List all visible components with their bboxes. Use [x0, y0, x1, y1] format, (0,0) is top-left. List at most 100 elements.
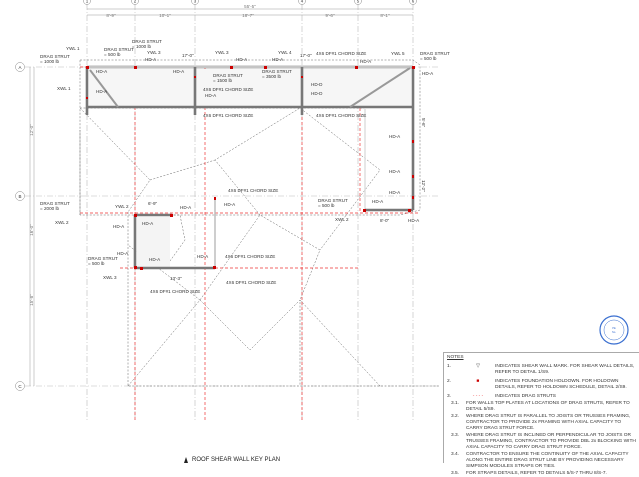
svg-text:10'-1": 10'-1"	[159, 13, 171, 18]
svg-text:HD-A: HD-A	[205, 93, 217, 98]
svg-text:B: B	[18, 194, 21, 199]
svg-text:4X6 DF#1 CHORD SIZE: 4X6 DF#1 CHORD SIZE	[228, 188, 278, 193]
svg-text:HD-D: HD-D	[311, 82, 323, 87]
svg-text:18'-7": 18'-7"	[242, 13, 254, 18]
svg-text:YWL 2: YWL 2	[115, 204, 129, 209]
plan-annotations: YWL 1 DRAG STRUT= 1000 lb XWL 1 DRAG STR…	[40, 39, 450, 294]
svg-text:12'-2": 12'-2"	[421, 180, 426, 192]
svg-text:HD-A: HD-A	[408, 218, 420, 223]
dimension-strings	[29, 8, 413, 386]
svg-text:YWL 4: YWL 4	[278, 50, 292, 55]
holdown-markers	[86, 66, 415, 270]
svg-text:HD-A: HD-A	[272, 57, 284, 62]
svg-text:55'-5": 55'-5"	[244, 4, 256, 9]
svg-text:8'-1": 8'-1"	[380, 13, 390, 18]
svg-text:2: 2	[134, 0, 137, 4]
svg-text:DRAG STRUT: DRAG STRUT	[262, 69, 292, 74]
note-sub: 3.3.WHERE DRAG STRUT IS INCLINED OR PERP…	[451, 432, 636, 450]
svg-text:HD-A: HD-A	[389, 190, 401, 195]
svg-text:6'-9": 6'-9"	[148, 201, 158, 206]
drag-strut-line-icon: - - - -	[472, 393, 484, 399]
svg-text:HD-A: HD-A	[389, 134, 401, 139]
svg-text:DRAG STRUT: DRAG STRUT	[88, 256, 118, 261]
svg-text:YWL 3: YWL 3	[215, 50, 229, 55]
svg-text:DRAG STRUT: DRAG STRUT	[213, 73, 243, 78]
svg-text:DRAG STRUT: DRAG STRUT	[104, 47, 134, 52]
notes-panel: NOTES 1. ▽ INDICATES SHEAR WALL MARK. FO…	[443, 352, 639, 476]
svg-text:XWL 2: XWL 2	[55, 220, 69, 225]
svg-text:4X6 DF#1 CHORD SIZE: 4X6 DF#1 CHORD SIZE	[150, 289, 200, 294]
svg-text:HD-A: HD-A	[96, 89, 108, 94]
note-sub: 3.2.WHERE DRAG STRUT IS PARALLEL TO JOIS…	[451, 413, 631, 431]
svg-text:16'-0": 16'-0"	[29, 224, 34, 236]
svg-text:HD-A: HD-A	[422, 71, 434, 76]
note-1: 1. ▽ INDICATES SHEAR WALL MARK. FOR SHEA…	[447, 363, 635, 375]
drawing-title: ROOF SHEAR WALL KEY PLAN	[192, 457, 281, 463]
svg-text:4X6 DF#1 CHORD SIZE: 4X6 DF#1 CHORD SIZE	[316, 51, 366, 56]
svg-text:A: A	[18, 65, 21, 70]
svg-text:17'-0": 17'-0"	[182, 53, 194, 58]
note-sub: 3.1.FOR WALLS TOP PLATES AT LOCATIONS OF…	[451, 400, 630, 412]
svg-text:XWL 1: XWL 1	[57, 86, 71, 91]
svg-text:8'-0": 8'-0"	[380, 218, 390, 223]
svg-text:HD-A: HD-A	[372, 199, 384, 204]
svg-text:= 1500 lb: = 1500 lb	[213, 78, 232, 83]
svg-text:HD-A: HD-A	[180, 205, 192, 210]
svg-text:= 3500 lb: = 3500 lb	[262, 74, 281, 79]
svg-text:= 500 lb: = 500 lb	[420, 56, 437, 61]
svg-text:9'-6": 9'-6"	[325, 13, 335, 18]
svg-text:HD-A: HD-A	[224, 202, 236, 207]
svg-text:4: 4	[301, 0, 304, 4]
svg-text:17'-0": 17'-0"	[300, 53, 312, 58]
svg-text:1: 1	[86, 0, 89, 4]
svg-text:HD-A: HD-A	[173, 69, 185, 74]
svg-text:YWL 3: YWL 3	[147, 50, 161, 55]
svg-text:13'-3": 13'-3"	[170, 276, 182, 281]
grid-bubbles: 1 2 3 4 5 6 A B C	[15, 0, 417, 391]
svg-text:HD-A: HD-A	[360, 59, 372, 64]
svg-text:HD-A: HD-A	[96, 69, 108, 74]
svg-text:6: 6	[412, 0, 415, 4]
shear-wall-mark-icon: ▽	[476, 363, 480, 369]
svg-text:DRAG STRUT: DRAG STRUT	[40, 54, 70, 59]
svg-text:12'-0": 12'-0"	[29, 124, 34, 136]
note-2: 2. ■ INDICATES FOUNDATION HOLDOWN. FOR H…	[447, 378, 627, 390]
svg-text:DRAG STRUT: DRAG STRUT	[420, 51, 450, 56]
svg-text:PE: PE	[612, 326, 616, 330]
svg-text:HD-A: HD-A	[197, 254, 209, 259]
svg-text:8'-9": 8'-9"	[106, 13, 116, 18]
svg-text:HD-A: HD-A	[117, 251, 129, 256]
roof-shear-wall-plan: 1 2 3 4 5 6 A B C 55'-5" 8'-9" 10'-1" 18…	[15, 0, 629, 463]
svg-text:3: 3	[194, 0, 197, 4]
svg-text:15'-8": 15'-8"	[29, 294, 34, 306]
svg-text:YWL 5: YWL 5	[391, 51, 405, 56]
svg-text:DRAG STRUT: DRAG STRUT	[132, 39, 162, 44]
svg-text:= 1000 lb: = 1000 lb	[132, 44, 151, 49]
svg-text:HD-A: HD-A	[149, 257, 161, 262]
svg-text:4X6 DF#1 CHORD SIZE: 4X6 DF#1 CHORD SIZE	[203, 87, 253, 92]
svg-text:4X6 DF#1 CHORD SIZE: 4X6 DF#1 CHORD SIZE	[226, 280, 276, 285]
svg-text:C: C	[18, 384, 22, 389]
engineer-stamp: PE No.	[599, 315, 629, 345]
svg-text:= 2000 lb: = 2000 lb	[40, 206, 59, 211]
svg-text:HD-D: HD-D	[311, 91, 323, 96]
svg-text:5: 5	[357, 0, 360, 4]
note-sub: 3.4.CONTRACTOR TO ENSURE THE CONTINUITY …	[451, 451, 629, 469]
svg-text:4X6 DF#1 CHORD SIZE: 4X6 DF#1 CHORD SIZE	[203, 113, 253, 118]
svg-text:XWL 2: XWL 2	[335, 217, 349, 222]
drag-strut-lines	[80, 66, 420, 420]
north-arrow-icon	[184, 457, 188, 463]
svg-text:HD-A: HD-A	[389, 169, 401, 174]
svg-text:= 1000 lb: = 1000 lb	[40, 59, 59, 64]
svg-text:YWL 1: YWL 1	[66, 46, 80, 51]
svg-text:HD-A: HD-A	[145, 57, 157, 62]
svg-text:4X6 DF#1 CHORD SIZE: 4X6 DF#1 CHORD SIZE	[225, 254, 275, 259]
svg-text:No.: No.	[612, 330, 616, 334]
note-3: 3. - - - - INDICATES DRAG STRUTS	[447, 393, 556, 399]
svg-text:= 500 lb: = 500 lb	[318, 203, 335, 208]
svg-text:5'-6": 5'-6"	[421, 118, 426, 128]
svg-text:4X6 DF#1 CHORD SIZE: 4X6 DF#1 CHORD SIZE	[316, 113, 366, 118]
svg-text:DRAG STRUT: DRAG STRUT	[318, 198, 348, 203]
notes-heading: NOTES	[447, 355, 464, 360]
svg-text:DRAG STRUT: DRAG STRUT	[40, 201, 70, 206]
